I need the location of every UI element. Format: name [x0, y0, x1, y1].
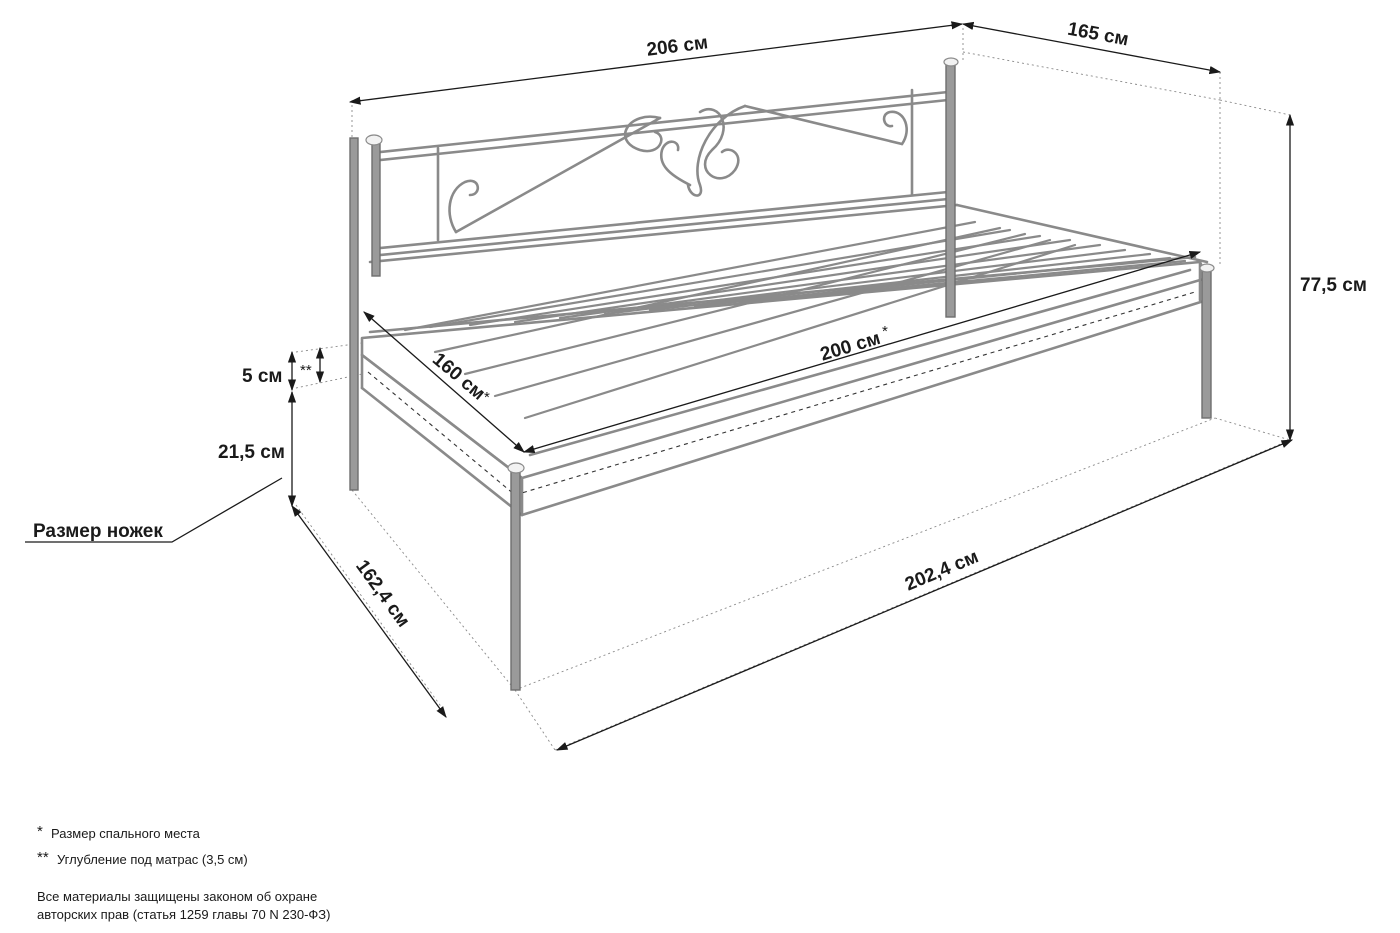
label-top-depth: 165 см: [1066, 19, 1130, 51]
footnotes: * Размер спального места ** Углубление п…: [37, 823, 330, 922]
arrow-bottom-depth: [291, 505, 447, 718]
label-recess-mark: **: [300, 362, 312, 379]
label-height-total: 77,5 см: [1300, 275, 1367, 296]
footnote-star1-text: Размер спального места: [51, 826, 201, 841]
label-mattress-width-star: *: [484, 389, 490, 406]
projection-guides: [295, 28, 1291, 751]
label-mattress-length-star: *: [882, 323, 888, 340]
label-top-length: 206 см: [645, 32, 709, 61]
legs-leader-line: [25, 477, 283, 543]
label-legs: Размер ножек: [33, 521, 163, 542]
copyright-line2: авторских прав (статья 1259 главы 70 N 2…: [37, 907, 330, 922]
label-leg-height: 21,5 см: [218, 442, 285, 463]
rear-right-post: [945, 61, 956, 318]
label-bottom-depth: 162,4 см: [351, 556, 414, 631]
arrow-mattress-width: [363, 311, 525, 453]
bed-frame: [349, 57, 1215, 691]
dimension-arrows: [25, 21, 1295, 751]
arrow-bottom-length: [555, 439, 1294, 751]
footnote-star1-mark: *: [37, 823, 43, 840]
arrow-mattress-length: [522, 251, 1202, 453]
footnote-star2-text: Углубление под матрас (3,5 см): [57, 852, 248, 867]
front-left-leg: [510, 467, 521, 691]
front-right-leg: [1201, 267, 1212, 419]
arrow-top-length: [348, 21, 964, 105]
rear-left-post: [349, 137, 359, 491]
label-recess-height: 5 см: [242, 366, 282, 387]
slats: [403, 220, 1187, 420]
footnote-star2-mark: **: [37, 849, 49, 866]
arrow-top-depth: [961, 21, 1222, 75]
copyright-line1: Все материалы защищены законом об охране: [37, 889, 317, 904]
